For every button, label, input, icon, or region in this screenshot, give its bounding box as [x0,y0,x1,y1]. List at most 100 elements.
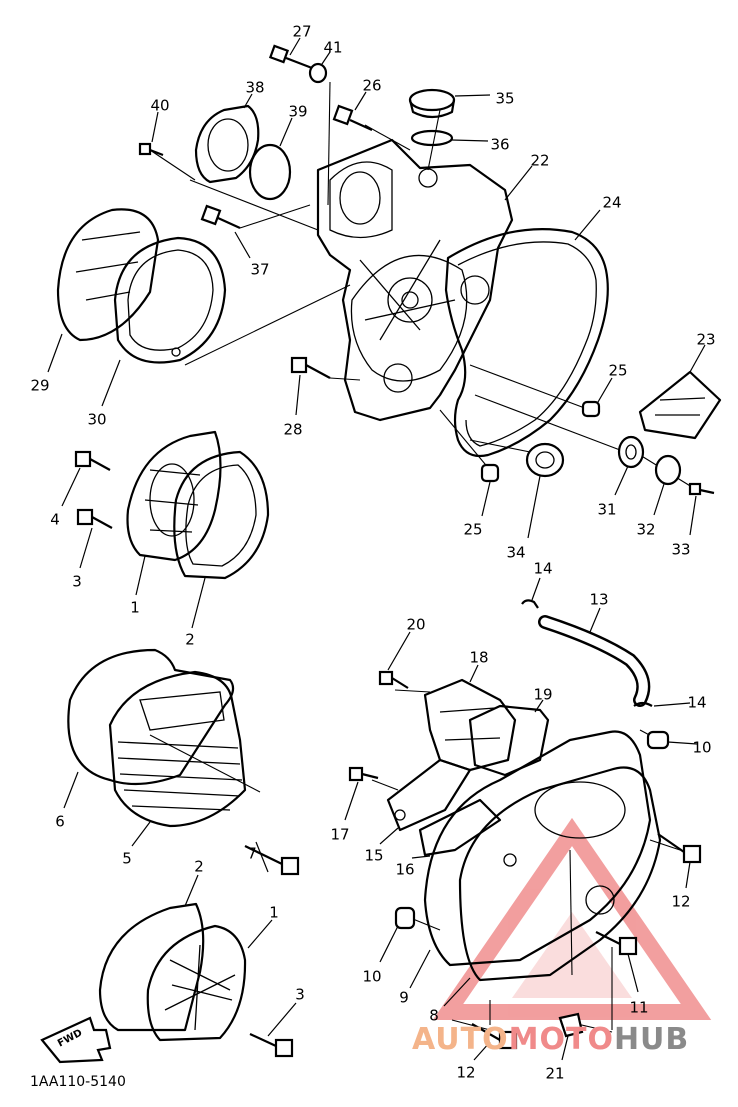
plug-21 [558,1012,584,1061]
washer-41 [308,62,328,84]
part-label-l34: 34 [506,544,525,562]
part-label-l19: 19 [533,686,552,704]
bracket-18 [423,664,517,772]
hose-13 [538,607,651,707]
bolt-4 [61,450,111,507]
part-label-l7: 7 [247,845,257,863]
part-label-l21: 21 [545,1065,564,1083]
part-label-l36: 36 [490,136,509,154]
cover-1-upper [126,430,222,596]
bolt-27 [268,37,313,70]
bolt-20 [378,631,411,689]
bracket-15 [379,758,472,845]
part-label-l30: 30 [87,411,106,429]
part-label-l29: 29 [30,377,49,395]
washer-32 [653,454,682,516]
bolt-12-upper [657,833,702,889]
bolt-3-upper [76,508,113,569]
bolt-7 [244,841,300,876]
part-label-l38: 38 [245,79,264,97]
part-label-l11: 11 [629,999,648,1017]
clip-14-lower [633,701,691,707]
part-label-l14b: 14 [687,694,706,712]
part-label-l41: 41 [323,39,342,57]
cover-8 [443,766,662,1007]
part-label-l20: 20 [406,616,425,634]
plug-34 [525,442,565,539]
catalog-code: 1AA110-5140 [30,1074,126,1090]
part-label-l16: 16 [395,861,414,879]
screw-33 [688,482,715,536]
part-label-l3b: 3 [295,986,305,1004]
gasket-24 [444,228,609,458]
head-cover-5 [108,670,247,847]
filler-cap-35 [408,88,491,119]
clip-14-upper [521,577,541,609]
part-label-l12b: 12 [456,1064,475,1082]
part-label-l28: 28 [283,421,302,439]
dowel-pin-25-upper [581,377,613,418]
bolt-28 [290,356,331,416]
part-label-l9: 9 [399,989,409,1007]
part-label-l10a: 10 [692,739,711,757]
part-label-l13: 13 [589,591,608,609]
gasket-30 [101,236,227,407]
part-label-l18: 18 [469,649,488,667]
cover-38 [194,93,260,184]
part-label-l35: 35 [495,90,514,108]
part-label-l2a: 2 [185,631,195,649]
part-label-l27: 27 [292,23,311,41]
watermark-logo-text: AUTOMOTOHUB [412,1022,689,1057]
gasket-19 [468,699,550,777]
part-label-l22: 22 [530,152,549,170]
dowel-pin-25-lower [480,463,500,517]
watermark-auto: AUTO [412,1022,509,1057]
watermark-hub: HUB [613,1022,690,1057]
part-label-l5: 5 [122,850,132,868]
gasket-9 [409,730,652,989]
plate-31 [614,435,645,496]
part-label-l1a: 1 [130,599,140,617]
bolt-26 [332,91,373,132]
dowel-pin-10-lower [379,906,416,963]
part-label-l25a: 25 [608,362,627,380]
part-label-l15: 15 [364,847,383,865]
part-label-l37: 37 [250,261,269,279]
gasket-16 [411,798,502,859]
part-label-l17: 17 [330,826,349,844]
part-label-l6: 6 [55,813,65,831]
watermark-moto: MOTO [508,1022,614,1057]
cover-23 [638,344,722,440]
crankcase-cover-22 [316,138,514,422]
part-label-l1b: 1 [269,904,279,922]
dowel-pin-10-upper [646,730,698,750]
watermark-triangle [432,817,712,1020]
o-ring-36 [410,129,454,147]
part-label-l39: 39 [288,103,307,121]
fwd-arrow-icon [40,1016,112,1064]
cover-1-lower [146,919,273,1042]
part-label-l32: 32 [636,521,655,539]
part-label-l14a: 14 [533,560,552,578]
part-label-l23: 23 [696,331,715,349]
part-label-l12a: 12 [671,893,690,911]
part-label-l25b: 25 [463,521,482,539]
bolt-17 [344,766,379,821]
bolt-11 [595,931,639,993]
part-label-l40: 40 [150,97,169,115]
gasket-2-upper [173,450,270,629]
o-ring-39 [248,143,292,201]
cover-29 [47,208,160,373]
part-label-l2b: 2 [194,858,204,876]
bolt-3-lower [249,1002,297,1058]
part-label-l8: 8 [429,1007,439,1025]
bolt-37 [200,204,251,259]
part-label-l24: 24 [602,194,621,212]
part-label-l26: 26 [362,77,381,95]
part-label-l33: 33 [671,541,690,559]
part-label-l4: 4 [50,511,60,529]
part-label-l3a: 3 [72,573,82,591]
bolt-12-lower [471,1023,518,1061]
